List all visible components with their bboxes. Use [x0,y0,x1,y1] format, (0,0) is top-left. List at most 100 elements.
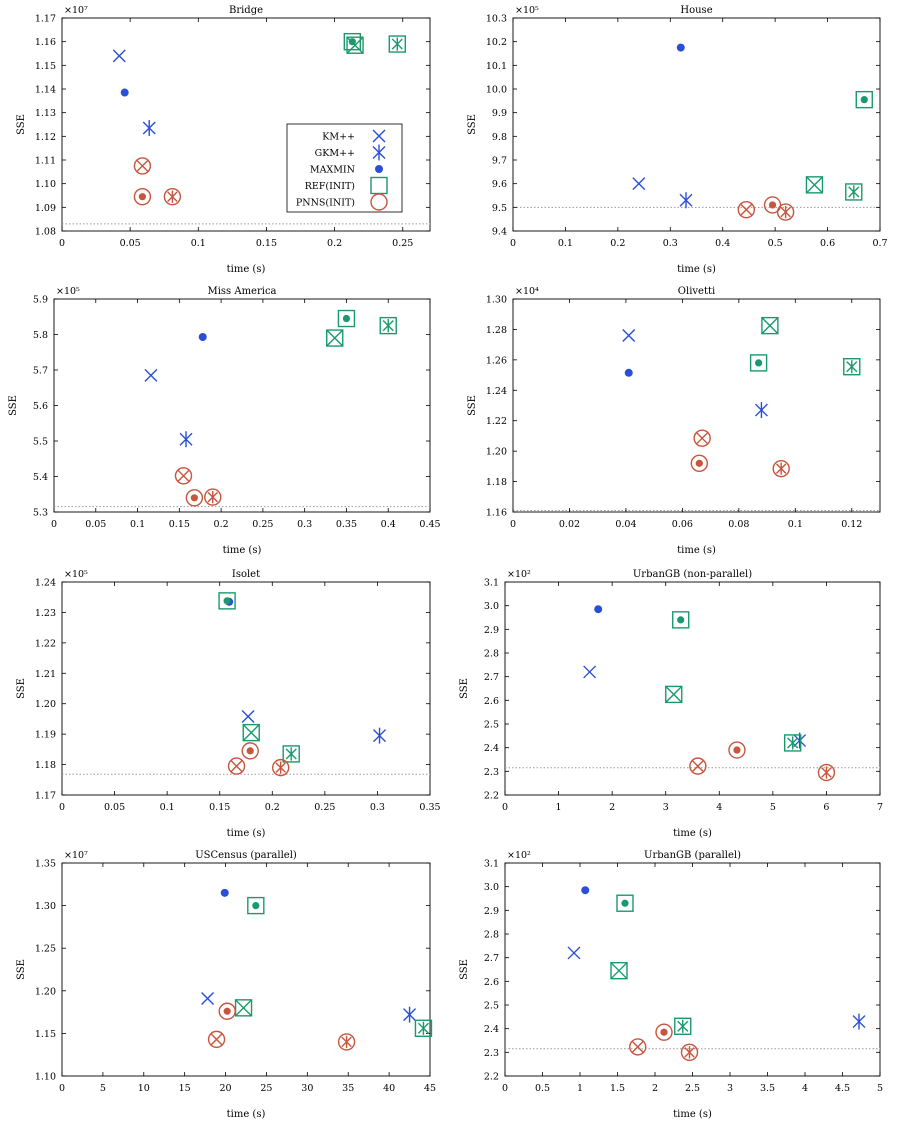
y-tick-label: 1.17 [35,14,56,25]
x-tick-label: 0.15 [169,519,190,530]
y-tick-label: 9.8 [492,132,507,143]
data-point-ref-init [855,90,873,109]
x-tick-label: 10 [138,1083,150,1094]
marker-stroke [631,1040,644,1053]
x-tick-label: 1 [577,1083,583,1094]
chart-title: Olivetti [678,286,715,297]
y-tick-label: 1.30 [486,295,507,306]
x-tick-label: 0.1 [160,802,175,813]
x-tick-label: 0.25 [314,802,335,813]
marker-square [616,894,634,912]
chart-title: Isolet [232,569,260,580]
marker-stroke [691,760,704,773]
x-tick-label: 5 [877,1083,883,1094]
axis-exponent: ×10⁵ [515,5,539,16]
data-point-pnns-init [337,1033,356,1051]
marker-circle [693,429,711,447]
data-point-km [567,946,581,960]
data-point-pnns-init [174,467,193,485]
x-tick-label: 3.5 [760,1083,775,1094]
marker-square [665,685,683,704]
chart-title: Bridge [229,5,263,16]
data-point-ref-init [414,1019,433,1037]
x-tick-label: 30 [301,1083,313,1094]
y-tick-label: 10.2 [486,37,507,48]
axis-exponent: ×10⁵ [64,569,88,580]
x-tick-label: 0.15 [256,238,277,249]
y-tick-label: 1.16 [35,37,56,48]
marker-stroke [144,368,158,382]
y-tick-label: 2.6 [484,696,499,707]
x-tick-label: 0 [502,802,508,813]
data-point-km [144,368,158,382]
x-tick-label: 0.1 [191,238,206,249]
marker-circle [133,157,152,175]
y-tick-label: 2.7 [484,953,499,964]
marker-stroke [210,1033,223,1046]
x-tick-label: 0 [502,1083,508,1094]
data-point-pnns-init [728,741,746,759]
y-tick-label: 1.30 [35,901,56,912]
data-point-pnns-init [763,196,782,214]
data-point-ref-init [783,734,802,752]
marker-circle [629,1038,647,1056]
marker-dot [621,899,629,907]
y-tick-label: 1.14 [35,85,56,96]
legend-label: MAXMIN [310,165,355,176]
marker-circle [772,459,790,478]
marker-stroke [740,203,753,216]
y-tick-label: 1.20 [486,447,507,458]
data-point-ref-init [218,592,236,610]
marker-dot [594,605,603,614]
data-point-ref-init [346,36,364,54]
data-point-km [201,991,215,1005]
legend-label: GKM++ [315,148,355,159]
x-tick-label: 0.25 [392,238,413,249]
marker-stroke [346,36,364,54]
x-tick-label: 4 [716,802,722,813]
y-tick-label: 1.22 [35,638,56,649]
data-point-ref-init [610,961,628,980]
plot-frame [61,581,431,796]
x-tick-label: 1.5 [610,1083,625,1094]
data-point-pnns-init [690,454,709,473]
marker-dot [755,359,763,367]
x-tick-label: 0.4 [381,519,396,530]
x-tick-label: 0.05 [104,802,125,813]
marker-dot [860,96,868,104]
x-tick-label: 4 [802,1083,808,1094]
x-tick-label: 0.5 [768,238,783,249]
x-tick-label: 0 [510,238,516,249]
y-tick-label: 2.4 [484,743,499,754]
marker-stroke [372,129,386,143]
y-tick-label: 2.6 [484,977,499,988]
legend-marker-km [372,129,386,143]
x-tick-label: 35 [342,1083,354,1094]
marker-dot [677,616,685,624]
data-point-maxmin [624,368,633,377]
y-tick-label: 5.6 [33,401,48,412]
marker-dot [660,1028,668,1036]
data-point-pnns-init [133,157,152,175]
y-tick-label: 1.21 [35,669,56,680]
data-point-km [632,177,646,191]
data-point-maxmin [198,332,207,341]
data-point-pnns-init [737,200,756,219]
y-tick-label: 1.23 [35,608,56,619]
data-point-pnns-init [133,187,152,206]
marker-dot [624,368,633,377]
y-tick-label: 2.2 [484,1072,499,1083]
y-axis-label: SSE [467,395,478,416]
data-point-pnns-init [655,1023,673,1041]
x-tick-label: 0.1 [788,519,803,530]
marker-circle [728,741,746,759]
x-tick-label: 7 [877,802,883,813]
x-tick-label: 0.3 [663,238,678,249]
x-tick-label: 0.25 [252,519,273,530]
legend-label: KM++ [322,132,355,143]
marker-dot [768,201,777,209]
y-tick-label: 1.28 [486,325,507,336]
